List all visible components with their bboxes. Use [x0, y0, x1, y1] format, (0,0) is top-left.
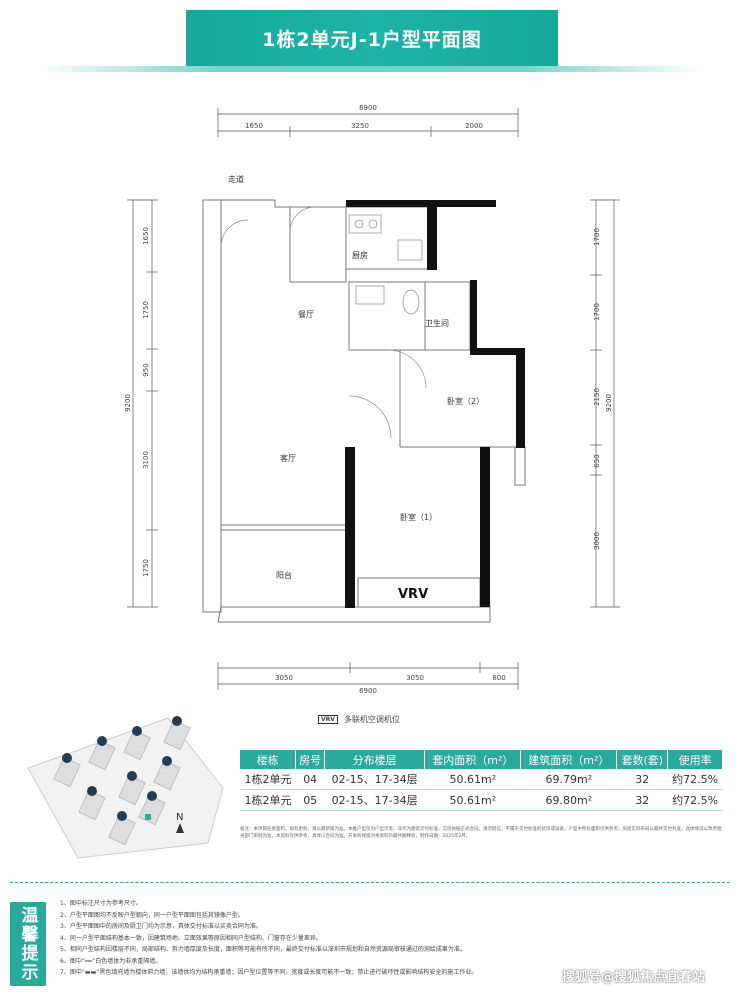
header-units: 套数(套): [616, 750, 669, 769]
dim-left-5: 1750: [142, 559, 150, 577]
room-corridor: 走道: [228, 174, 244, 184]
dim-left-3: 950: [142, 363, 150, 376]
header-build-area: 建筑面积（m²）: [520, 750, 618, 769]
tip-item: 3、户型平面图中的房间及厨卫门均为示意，具体交付标准以买卖合同为准。: [60, 923, 262, 930]
dim-right-5: 3000: [593, 532, 601, 550]
plan-legend: VRV 多联机空调机位: [318, 714, 400, 725]
tip-item: 5、相同户型结构因楼层不同，局部结构、剪力墙厚度及长度，面积等可能有所不同，最终…: [60, 946, 466, 953]
cell-floors: 02-15、17-34层: [324, 789, 425, 811]
cell-room-no: 04: [295, 769, 325, 790]
room-bathroom: 卫生间: [425, 318, 449, 328]
cell-inner-area: 50.61m²: [424, 769, 521, 790]
title-underline: [0, 66, 740, 72]
watermark: 搜狐号@搜狐焦点宜春站: [562, 970, 706, 985]
cell-units: 32: [616, 789, 668, 811]
vrv-legend-text: 多联机空调机位: [343, 715, 400, 724]
dim-top-2: 3250: [351, 122, 369, 130]
dim-top-total: 6900: [359, 104, 377, 112]
cell-usage: 约72.5%: [667, 789, 723, 811]
dim-right-2: 1700: [593, 303, 601, 321]
header-inner-area: 套内面积（m²）: [424, 750, 522, 769]
dim-right-total: 9200: [605, 394, 613, 412]
cell-usage: 约72.5%: [667, 769, 723, 790]
cell-room-no: 05: [295, 789, 325, 811]
header-room-no: 房号: [295, 750, 325, 769]
dim-bottom-1: 3050: [275, 674, 293, 682]
tips-list: 1、图中标注尺寸为参考尺寸。 2、户型平面图均不反映户型朝向，同一户型平面图包括…: [60, 898, 580, 979]
cell-build-area: 69.79m²: [520, 769, 617, 790]
cell-building: 1栋2单元: [240, 789, 296, 811]
north-arrow-icon: [176, 823, 184, 833]
dim-bottom-2: 3050: [406, 674, 424, 682]
header-floors: 分布楼层: [324, 750, 426, 769]
cell-units: 32: [616, 769, 668, 790]
table-row: 1栋2单元 05 02-15、17-34层 50.61m² 69.80m² 32…: [240, 789, 723, 811]
small-print-note: 备注：本项目任意面积、如有更新，请以最新版为准。本推户型仅为户型示意，非作为建筑…: [240, 827, 722, 839]
room-kitchen: 厨房: [352, 250, 368, 260]
header-building: 楼栋: [240, 750, 297, 769]
tip-item: 7、图中“▬▬”黑色填充墙为楼体剪力墙，该墙体均为结构承重墙；因户型位置等不同，…: [60, 969, 478, 976]
room-bedroom-1: 卧室（1）: [400, 512, 437, 522]
dim-left-total: 9200: [124, 394, 132, 412]
room-balcony: 阳台: [276, 570, 292, 580]
tip-item: 6、图中“══”白色墙体为非承重隔墙。: [60, 957, 162, 965]
tips-title: 温馨提示: [10, 902, 46, 986]
current-building-marker: [145, 814, 151, 820]
dim-bottom-3: 800: [492, 674, 505, 682]
dim-top-1: 1650: [245, 122, 263, 130]
table-row: 1栋2单元 04 02-15、17-34层 50.61m² 69.79m² 32…: [240, 769, 723, 790]
dim-left-2: 1750: [142, 301, 150, 319]
vrv-label: VRV: [398, 587, 428, 602]
page-title: 1栋2单元J-1户型平面图: [186, 10, 558, 66]
title-text: 1栋2单元J-1户型平面图: [262, 28, 482, 51]
divider: [10, 882, 730, 883]
dim-right-3: 2150: [593, 388, 601, 406]
tip-item: 4、同一户型平面结构基本一致，因建筑场地、立面效果等原因相同户型结构、门窗存在少…: [60, 934, 322, 942]
dim-top-3: 2000: [465, 122, 483, 130]
room-living: 客厅: [280, 453, 296, 463]
header-usage: 使用率: [667, 750, 723, 769]
unit-table: 楼栋 房号 分布楼层 套内面积（m²） 建筑面积（m²） 套数(套) 使用率 1…: [240, 750, 723, 811]
tip-item: 2、户型平面图均不反映户型朝向，同一户型平面图包括其镜像户型。: [60, 911, 244, 919]
compass-letter: N: [176, 812, 184, 823]
cell-inner-area: 50.61m²: [424, 789, 521, 811]
room-bedroom-2: 卧室（2）: [447, 396, 484, 406]
dim-bottom-total: 6900: [359, 687, 377, 695]
cell-floors: 02-15、17-34层: [324, 769, 425, 790]
dim-right-1: 1700: [593, 228, 601, 246]
room-dining: 餐厅: [298, 310, 314, 319]
tip-item: 1、图中标注尺寸为参考尺寸。: [60, 900, 142, 907]
site-map: [27, 716, 224, 859]
compass: N: [176, 812, 184, 833]
dim-right-4: 650: [593, 454, 601, 467]
vrv-legend-box: VRV: [318, 715, 338, 724]
dim-left-4: 3100: [142, 451, 150, 469]
dim-left-1: 1650: [142, 227, 150, 245]
cell-building: 1栋2单元: [240, 769, 296, 790]
floor-plan: 6900 1650 3250 2000 3050 3050 800 6900 9…: [124, 104, 620, 695]
unit-table-header: 楼栋 房号 分布楼层 套内面积（m²） 建筑面积（m²） 套数(套) 使用率: [240, 750, 723, 769]
cell-build-area: 69.80m²: [520, 789, 617, 811]
